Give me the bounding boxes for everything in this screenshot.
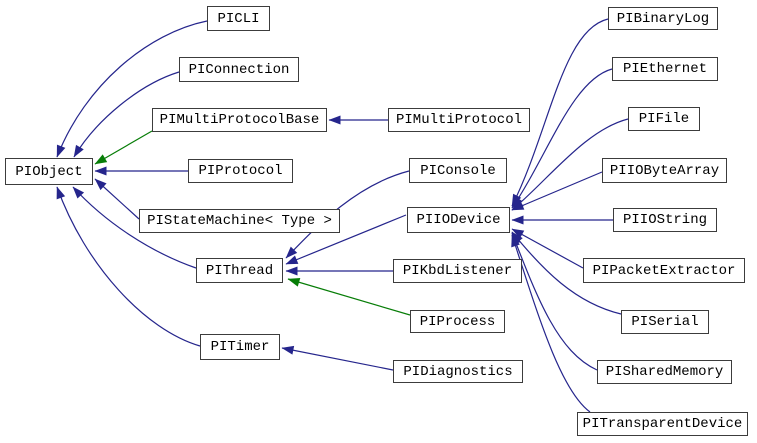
class-node-piprotocol[interactable]: PIProtocol [188, 159, 293, 183]
class-node-pistatemachine[interactable]: PIStateMachine< Type > [139, 209, 340, 233]
class-node-pimultiprotocolbase[interactable]: PIMultiProtocolBase [152, 108, 327, 132]
inheritance-arrow-piserial-to-piiodevice [511, 231, 622, 315]
class-node-piconsole[interactable]: PIConsole [409, 158, 507, 183]
class-node-piiobytearray[interactable]: PIIOByteArray [602, 158, 727, 183]
class-node-piserial[interactable]: PISerial [621, 310, 709, 334]
class-node-piconnection[interactable]: PIConnection [179, 57, 299, 82]
class-node-pitimer[interactable]: PITimer [200, 334, 280, 360]
class-node-piobject[interactable]: PIObject [5, 158, 93, 185]
class-node-piiodevice[interactable]: PIIODevice [407, 207, 510, 233]
class-node-pifile[interactable]: PIFile [628, 107, 700, 131]
inheritance-arrow-pimultiprotocolbase-to-piobject [94, 130, 153, 165]
inheritance-arrow-piconnection-to-piobject [73, 71, 180, 158]
class-node-pipacketextractor[interactable]: PIPacketExtractor [583, 258, 745, 283]
inheritance-arrow-pitimer-to-piobject [56, 186, 201, 347]
inheritance-arrow-piconsole-to-pithread [285, 170, 410, 259]
inheritance-arrow-piiodevice-to-pithread [285, 214, 407, 265]
inheritance-arrow-pithread-to-piobject [72, 186, 197, 269]
inheritance-arrow-pifile-to-piiodevice [511, 118, 629, 211]
inheritance-arrow-pibinarylog-to-piiodevice [511, 18, 609, 207]
inheritance-arrow-pidiagnostics-to-pitimer [281, 345, 394, 371]
class-node-pithread[interactable]: PIThread [196, 258, 283, 283]
class-node-pidiagnostics[interactable]: PIDiagnostics [393, 360, 523, 383]
class-node-pisharedmemory[interactable]: PISharedMemory [597, 360, 732, 384]
class-node-picli[interactable]: PICLI [207, 6, 270, 31]
class-node-pikbdlistener[interactable]: PIKbdListener [393, 259, 522, 283]
inheritance-arrow-pipacketextractor-to-piiodevice [511, 228, 584, 269]
inheritance-arrow-picli-to-piobject [56, 20, 208, 158]
inheritance-arrow-pisharedmemory-to-piiodevice [511, 232, 598, 371]
inheritance-arrow-piprocess-to-pithread [287, 277, 411, 316]
class-node-pitransparentdevice[interactable]: PITransparentDevice [577, 412, 748, 436]
class-node-piethernet[interactable]: PIEthernet [612, 57, 718, 81]
class-node-piprocess[interactable]: PIProcess [410, 310, 505, 333]
inheritance-arrow-piiobytearray-to-piiodevice [511, 171, 603, 211]
class-node-piiostring[interactable]: PIIOString [613, 208, 717, 232]
class-node-pibinarylog[interactable]: PIBinaryLog [608, 7, 718, 30]
inheritance-arrow-pistatemachine-to-piobject [94, 178, 140, 220]
inheritance-arrow-piethernet-to-piiodevice [511, 68, 613, 209]
class-node-pimultiprotocol[interactable]: PIMultiProtocol [388, 108, 530, 132]
